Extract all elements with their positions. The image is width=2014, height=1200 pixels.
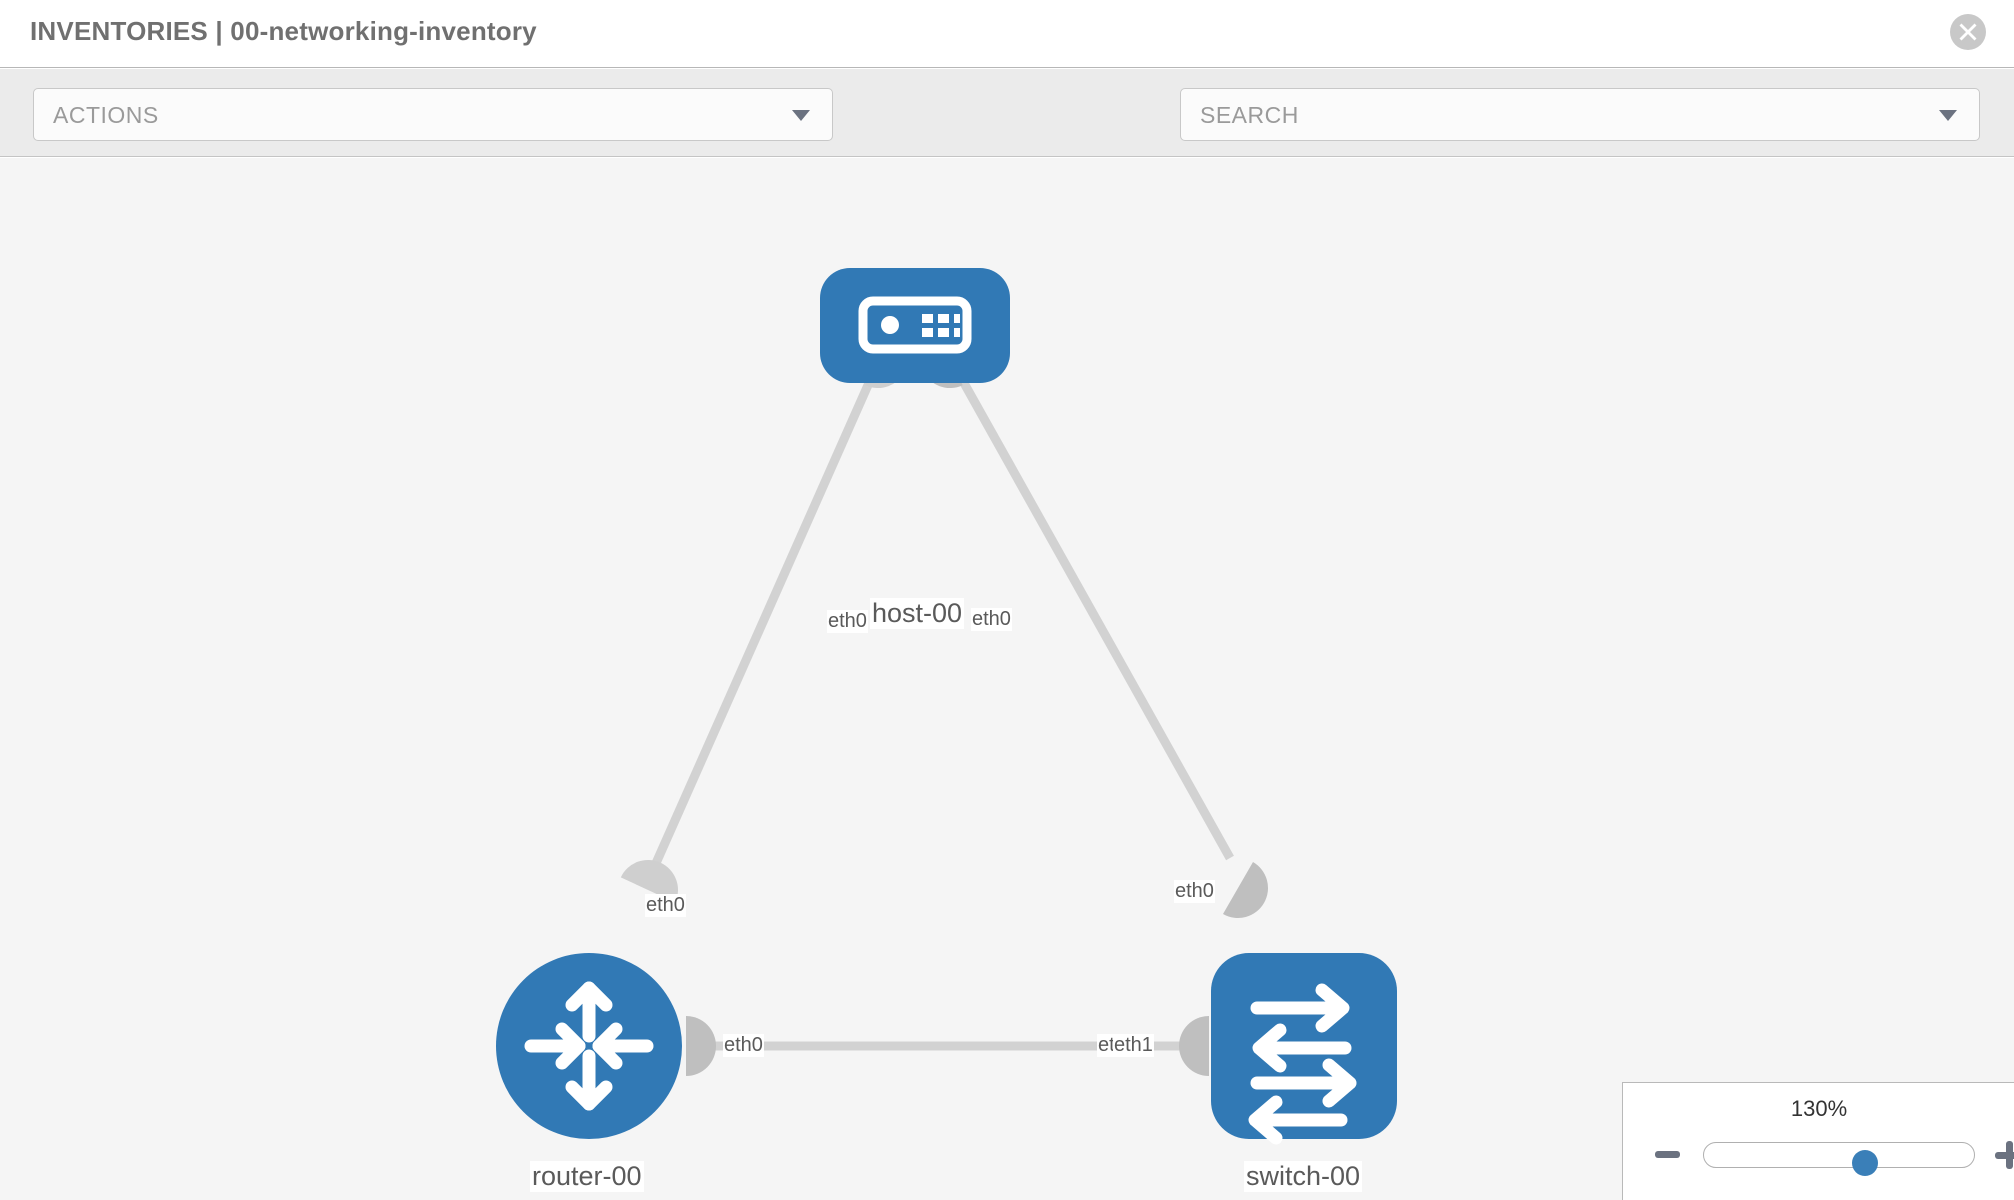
search-placeholder: SEARCH: [1200, 102, 1299, 128]
node-label-router: router-00: [530, 1161, 644, 1192]
zoom-slider-track[interactable]: [1703, 1142, 1975, 1176]
zoom-slider-row: [1623, 1135, 2014, 1176]
node-label-host: host-00: [870, 598, 965, 629]
zoom-control-panel: 130%: [1622, 1082, 2014, 1200]
edge-label-host-right: eth0: [971, 608, 1012, 631]
search-input[interactable]: SEARCH: [1180, 88, 1980, 141]
edge-label-switch-left-b: eth1: [1113, 1034, 1154, 1057]
edge-label-switch-top: eth0: [1174, 880, 1215, 903]
page-header: INVENTORIES | 00-networking-inventory: [0, 0, 2014, 68]
topology-canvas[interactable]: host-00 router-00 switch-00 eth0 eth0 et…: [0, 158, 2014, 1200]
zoom-level-value: 130%: [1790, 1096, 1848, 1121]
server-icon: [858, 296, 972, 354]
switch-arrows-icon: [1248, 983, 1357, 1145]
toolbar: ACTIONS SEARCH: [0, 69, 2014, 193]
node-host-00[interactable]: [820, 268, 1010, 383]
node-label-switch: switch-00: [1244, 1161, 1363, 1192]
close-x-glyph: [1959, 23, 1977, 41]
actions-dropdown-label: ACTIONS: [53, 102, 159, 128]
edge-label-router-right: eth0: [723, 1034, 764, 1057]
connector-router-top: [620, 860, 678, 903]
zoom-out-button[interactable]: [1655, 1151, 1680, 1158]
edge-label-router-top: eth0: [645, 894, 686, 917]
router-arrows-icon: [524, 981, 654, 1111]
connector-switch-top: [1223, 862, 1269, 918]
page-title: INVENTORIES | 00-networking-inventory: [30, 16, 537, 46]
connector-switch-left: [1179, 1016, 1209, 1076]
node-switch-00[interactable]: [1211, 953, 1397, 1145]
zoom-slider-handle[interactable]: [1852, 1150, 1878, 1176]
zoom-in-button[interactable]: [1995, 1141, 2014, 1169]
connector-router-right: [686, 1016, 716, 1076]
node-router-00[interactable]: [496, 953, 682, 1139]
edge-host-router[interactable]: [640, 356, 885, 890]
edge-host-switch[interactable]: [946, 355, 1234, 861]
chevron-down-icon[interactable]: [1939, 110, 1957, 121]
topology-graph: [496, 268, 1397, 1145]
edge-label-host-left: eth0: [827, 610, 868, 633]
chevron-down-icon: [792, 110, 810, 121]
actions-dropdown[interactable]: ACTIONS: [33, 88, 833, 141]
close-icon[interactable]: [1950, 14, 1986, 50]
